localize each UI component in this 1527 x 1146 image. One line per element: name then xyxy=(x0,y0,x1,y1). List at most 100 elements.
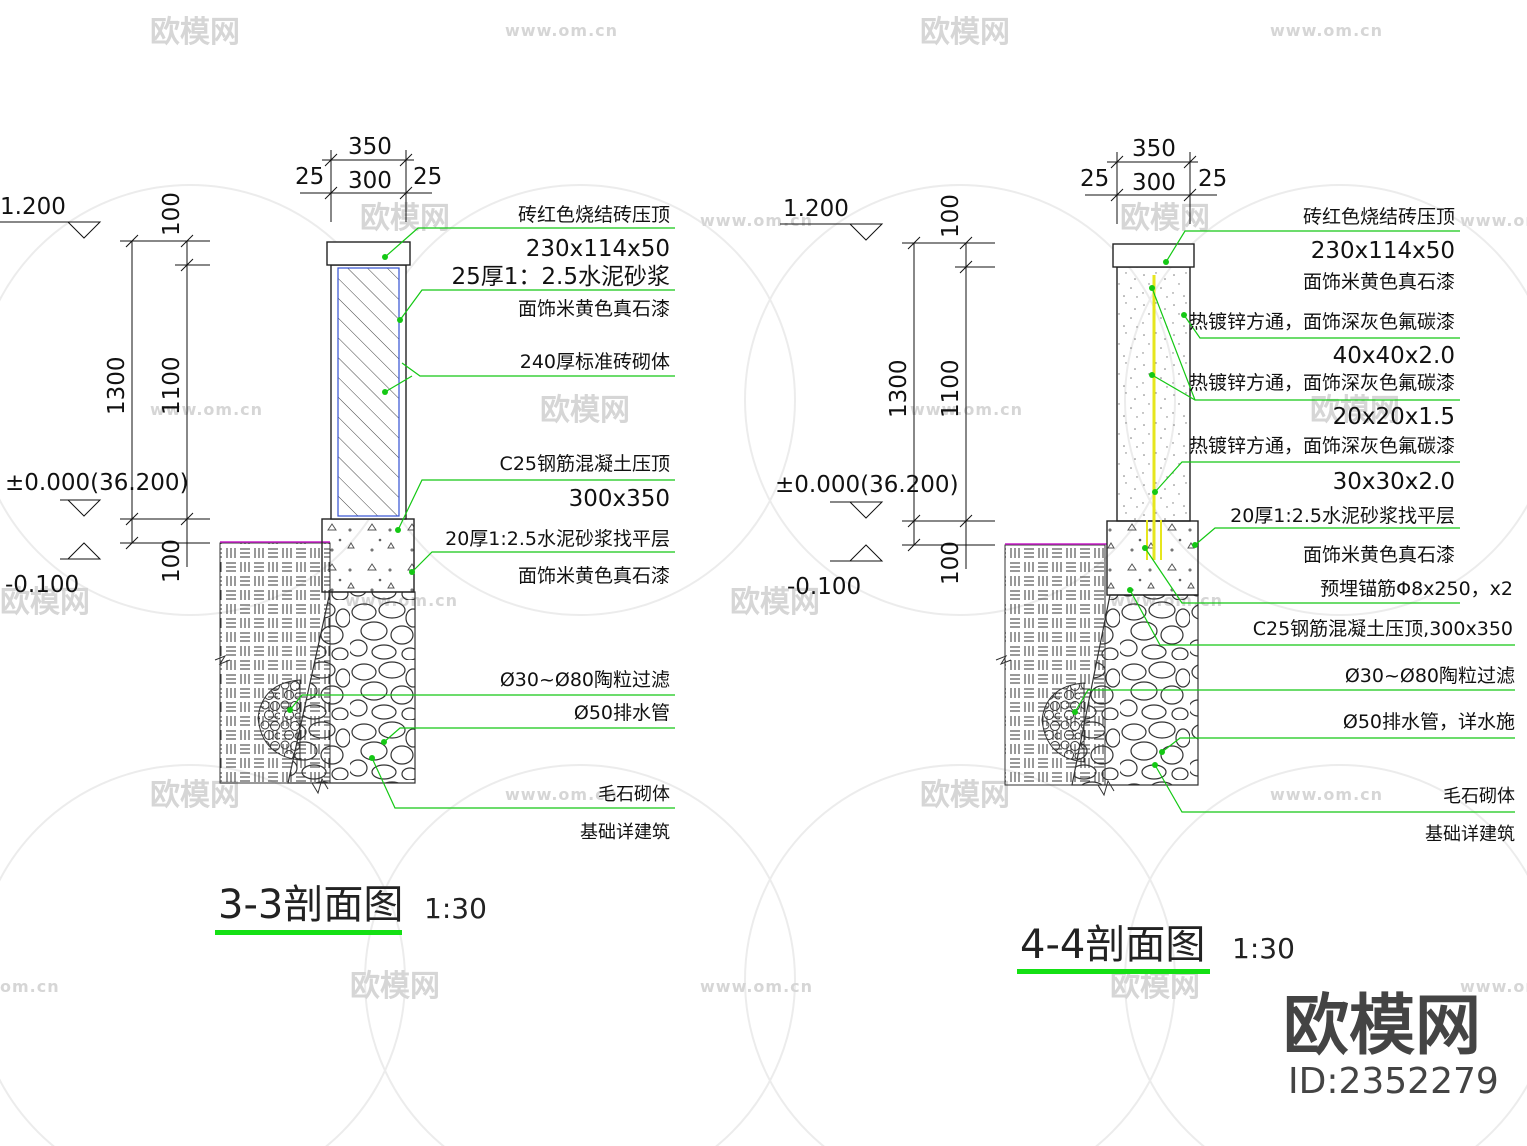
watermark-brand: 欧模网 xyxy=(150,15,240,50)
note-tube-2-size: 20x20x1.5 xyxy=(1333,404,1455,430)
vertical-dimension xyxy=(902,236,995,569)
brick-coping xyxy=(326,241,411,266)
watermark-brand: 欧模网 xyxy=(360,201,450,236)
note-finish-2: 面饰米黄色真石漆 xyxy=(1303,544,1455,566)
note-finish: 面饰米黄色真石漆 xyxy=(518,298,670,320)
elev-top: 1.200 xyxy=(0,194,66,220)
note-drain: Ø50排水管，详水施 xyxy=(1343,711,1515,733)
note-drain: Ø50排水管 xyxy=(574,702,670,724)
watermark-texts: 欧模网 www.om.cn 欧模网 www.om.cn 欧模网 www.om.c… xyxy=(0,15,1527,1004)
dim-100-base: 100 xyxy=(938,541,964,585)
ceramsite-filter xyxy=(1041,682,1085,763)
dim-1100: 1100 xyxy=(159,356,185,415)
leader-lines xyxy=(1074,230,1515,813)
dim-1300: 1300 xyxy=(104,356,130,415)
dim-25-left: 25 xyxy=(295,164,324,190)
leader-dots xyxy=(1072,259,1198,768)
section-scale: 1:30 xyxy=(1232,932,1295,965)
note-finish-2: 面饰米黄色真石漆 xyxy=(518,565,670,587)
watermark-brand: 欧模网 xyxy=(1120,201,1210,236)
watermark-url: www.om.cn xyxy=(150,400,263,419)
watermark-url: om.cn xyxy=(0,977,60,996)
brand-id: ID:2352279 xyxy=(1288,1061,1499,1102)
elev-zero: ±0.000(36.200) xyxy=(5,470,189,496)
note-tube-2: 热镀锌方通，面饰深灰色氟碳漆 xyxy=(1189,372,1455,394)
watermark-url: www.om.cn xyxy=(700,211,813,230)
elev-top: 1.200 xyxy=(783,196,849,222)
elev-low: -0.100 xyxy=(787,574,861,600)
watermark-brand: 欧模网 xyxy=(150,778,240,813)
leader-lines xyxy=(289,227,675,809)
watermark-brand: 欧模网 xyxy=(540,393,630,428)
note-anchor: 预埋锚筋Φ8x250，x2 xyxy=(1320,578,1513,600)
note-foundation: 基础详建筑 xyxy=(580,822,670,843)
watermark-url: www.om.cn xyxy=(505,785,618,804)
note-coping-size: 230x114x50 xyxy=(1311,238,1455,264)
dim-25-right: 25 xyxy=(413,164,442,190)
elev-zero: ±0.000(36.200) xyxy=(775,472,959,498)
section-3-notes: 砖红色烧结砖压顶 230x114x50 25厚1：2.5水泥砂浆 面饰米黄色真石… xyxy=(445,204,670,843)
brick-coping xyxy=(1112,243,1195,268)
note-tube-3-size: 30x30x2.0 xyxy=(1333,469,1455,495)
watermark-brand: 欧模网 xyxy=(920,15,1010,50)
note-coping: 砖红色烧结砖压顶 xyxy=(518,204,670,226)
elevation-marks xyxy=(0,221,102,560)
note-tube-1: 热镀锌方通，面饰深灰色氟碳漆 xyxy=(1189,311,1455,333)
note-finish: 面饰米黄色真石漆 xyxy=(1303,271,1455,293)
elevation-marks xyxy=(780,223,884,562)
section-4-notes: 砖红色烧结砖压顶 230x114x50 面饰米黄色真石漆 热镀锌方通，面饰深灰色… xyxy=(1189,206,1515,845)
break-mark xyxy=(214,654,231,666)
break-mark xyxy=(311,777,329,795)
dim-25-left: 25 xyxy=(1080,166,1109,192)
corner-logo: 欧模网 ID:2352279 xyxy=(1283,987,1499,1102)
note-filter: Ø30~Ø80陶粒过滤 xyxy=(1345,665,1515,687)
title-underline xyxy=(1017,969,1210,974)
section-title: 3-3剖面图 xyxy=(218,882,403,928)
note-tube-3: 热镀锌方通，面饰深灰色氟碳漆 xyxy=(1189,435,1455,457)
watermark-brand: 欧模网 xyxy=(920,778,1010,813)
brick-infill xyxy=(337,267,400,517)
note-leveling: 20厚1:2.5水泥砂浆找平层 xyxy=(1230,505,1455,527)
dim-1100: 1100 xyxy=(938,359,964,418)
watermark-url: www.om.cn xyxy=(1270,785,1383,804)
watermark-brand: 欧模网 xyxy=(730,585,820,620)
watermark-url: www.om.cn xyxy=(700,977,813,996)
watermark-url: www.om.cn xyxy=(505,21,618,40)
dim-300: 300 xyxy=(1132,170,1176,196)
dim-100-top: 100 xyxy=(159,192,185,236)
watermark-url: www.om.cn xyxy=(1460,211,1527,230)
note-concrete-size: 300x350 xyxy=(569,486,670,512)
watermark-brand: 欧模网 xyxy=(1310,393,1400,428)
dim-25-right: 25 xyxy=(1198,166,1227,192)
dim-300: 300 xyxy=(348,168,392,194)
note-coping-size: 230x114x50 xyxy=(526,236,670,262)
note-coping: 砖红色烧结砖压顶 xyxy=(1303,206,1455,228)
note-rubble: 毛石砌体 xyxy=(598,784,670,805)
top-dimension xyxy=(300,150,432,222)
note-concrete: C25钢筋混凝土压顶 xyxy=(500,453,670,475)
dim-1300: 1300 xyxy=(886,359,912,418)
note-foundation: 基础详建筑 xyxy=(1425,824,1515,845)
section-scale: 1:30 xyxy=(424,892,487,925)
break-mark xyxy=(1097,779,1115,797)
watermark-url: www.om.cn xyxy=(910,400,1023,419)
note-tube-1-size: 40x40x2.0 xyxy=(1333,343,1455,369)
section-3-3: 350 300 25 25 1300 1100 100 100 1.200 ±0… xyxy=(0,134,675,935)
break-mark xyxy=(995,654,1012,666)
note-leveling: 20厚1:2.5水泥砂浆找平层 xyxy=(445,528,670,550)
dim-350: 350 xyxy=(348,134,392,160)
section-title: 4-4剖面图 xyxy=(1020,922,1205,968)
dim-100-top: 100 xyxy=(938,194,964,238)
watermark-brand: 欧模网 xyxy=(350,969,440,1004)
vertical-dimension xyxy=(120,234,210,567)
watermark-url: www.om.cn xyxy=(1270,21,1383,40)
note-filter: Ø30~Ø80陶粒过滤 xyxy=(500,669,670,691)
brand-logo-text: 欧模网 xyxy=(1283,987,1481,1064)
watermark-url: www.om.cn xyxy=(1460,977,1527,996)
elev-low: -0.100 xyxy=(5,572,79,598)
watermark-brand: 欧模网 xyxy=(0,585,90,620)
note-brick: 240厚标准砖砌体 xyxy=(520,351,670,373)
section-4-4: 350 300 25 25 1300 1100 100 100 1.200 ±0… xyxy=(775,136,1515,974)
note-concrete: C25钢筋混凝土压顶,300x350 xyxy=(1253,618,1513,640)
